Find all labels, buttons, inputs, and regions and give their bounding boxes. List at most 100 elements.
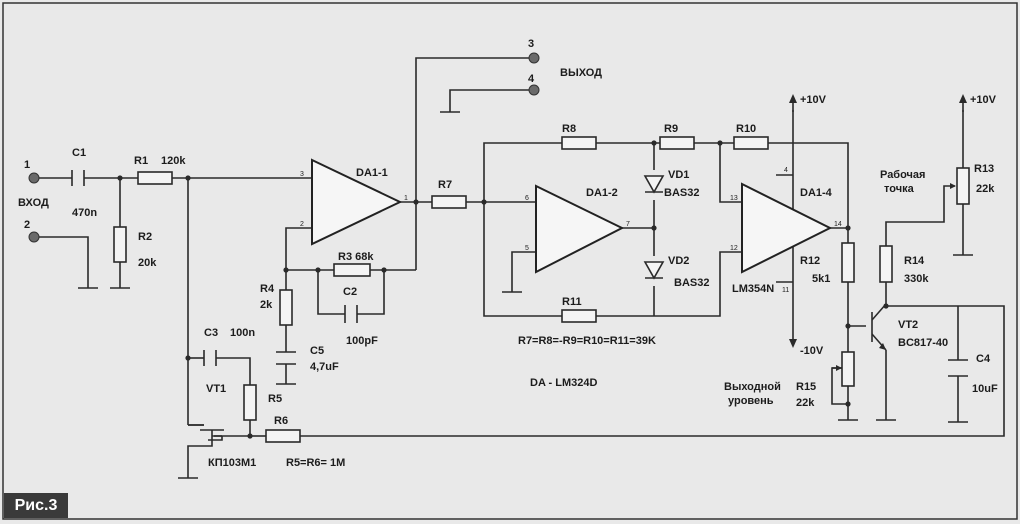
- transistor-vt1: [187, 424, 224, 452]
- label-da1-4-type: LM354N: [732, 283, 774, 295]
- label-r13: R13: [974, 163, 994, 175]
- label-r3: R3 68k: [338, 251, 374, 263]
- label-r14-value: 330k: [904, 273, 929, 285]
- label-c1: C1: [72, 147, 86, 159]
- terminal-2: [28, 231, 40, 243]
- label-da-note: DA - LM324D: [530, 377, 597, 389]
- label-c5: C5: [310, 345, 324, 357]
- label-r12: R12: [800, 255, 820, 267]
- pin-6: 6: [525, 195, 529, 202]
- pin-13: 13: [730, 195, 738, 202]
- opamp-da1-4: [741, 182, 833, 274]
- label-r12-value: 5k1: [812, 273, 830, 285]
- resistor-r1: [137, 171, 173, 185]
- resistor-r3: [333, 263, 371, 277]
- label-terminal-1: 1: [24, 159, 30, 171]
- resistor-r12: [841, 242, 855, 283]
- label-vt2-type: BC817-40: [898, 337, 948, 349]
- pin-12: 12: [730, 245, 738, 252]
- label-r5-r6-note: R5=R6= 1M: [286, 457, 345, 469]
- label-r2-value: 20k: [138, 257, 157, 269]
- capacitor-c4: [948, 359, 968, 377]
- label-terminal-3: 3: [528, 38, 534, 50]
- label-vt1-type: КП103М1: [208, 457, 256, 469]
- potentiometer-r15: [832, 351, 855, 387]
- diode-vd1: [643, 175, 665, 194]
- resistor-r5: [243, 384, 257, 421]
- label-da1-1: DA1-1: [356, 167, 388, 179]
- label-r1-value: 120k: [161, 155, 186, 167]
- label-r14: R14: [904, 255, 925, 267]
- label-c2: C2: [343, 286, 357, 298]
- label-r2: R2: [138, 231, 152, 243]
- label-r9: R9: [664, 123, 678, 135]
- resistor-r4: [279, 289, 293, 326]
- terminal-1: [28, 172, 40, 184]
- capacitor-c5: [276, 351, 296, 365]
- transistor-vt2: [871, 303, 887, 351]
- wires: [36, 57, 1005, 479]
- label-out-level-1: Выходной: [724, 381, 781, 393]
- label-r7: R7: [438, 179, 452, 191]
- label-r4: R4: [260, 283, 275, 295]
- pin-7: 7: [626, 221, 630, 228]
- label-power-minus: -10V: [800, 345, 824, 357]
- label-r8: R8: [562, 123, 576, 135]
- terminal-4: [528, 84, 540, 96]
- opamp-da1-2: [535, 184, 625, 274]
- label-r11: R11: [562, 296, 582, 308]
- label-work-point-2: точка: [884, 183, 915, 195]
- resistor-r8: [561, 136, 597, 150]
- pin-14: 14: [834, 221, 842, 228]
- capacitor-c1: [71, 170, 85, 186]
- label-vt1: VT1: [206, 383, 226, 395]
- label-r4-value: 2k: [260, 299, 273, 311]
- label-r10: R10: [736, 123, 756, 135]
- arrow-down-icon: [789, 339, 797, 348]
- label-vd1: VD1: [668, 169, 689, 181]
- label-c4-value: 10uF: [972, 383, 998, 395]
- diode-vd2: [643, 261, 665, 280]
- resistor-r9: [659, 136, 695, 150]
- label-r1: R1: [134, 155, 148, 167]
- label-output: ВЫХОД: [560, 67, 602, 79]
- label-r13-value: 22k: [976, 183, 995, 195]
- label-vd2: VD2: [668, 255, 689, 267]
- resistor-r11: [561, 309, 597, 323]
- capacitor-c3: [203, 350, 217, 366]
- resistor-r7: [431, 195, 467, 209]
- terminal-3: [528, 52, 540, 64]
- label-da1-2: DA1-2: [586, 187, 618, 199]
- label-r5: R5: [268, 393, 282, 405]
- arrow-up-icon: [789, 94, 797, 103]
- label-input: ВХОД: [18, 197, 49, 209]
- label-vt2: VT2: [898, 319, 918, 331]
- label-vd1-type: BAS32: [664, 187, 699, 199]
- label-vd2-type: BAS32: [674, 277, 709, 289]
- label-terminal-2: 2: [24, 219, 30, 231]
- pin-4: 4: [784, 167, 788, 174]
- label-c1-value: 470n: [72, 207, 97, 219]
- label-r15-value: 22k: [796, 397, 815, 409]
- label-power-plus-1: +10V: [800, 94, 827, 106]
- label-resistor-note: R7=R8=-R9=R10=R11=39K: [518, 335, 656, 347]
- pin-1: 1: [404, 195, 408, 202]
- label-c4: C4: [976, 353, 991, 365]
- pin-5: 5: [525, 245, 529, 252]
- resistor-r6: [265, 429, 301, 443]
- pin-3: 3: [300, 171, 304, 178]
- capacitor-c2: [344, 305, 358, 323]
- label-power-plus-2: +10V: [970, 94, 997, 106]
- potentiometer-r13: [950, 167, 970, 205]
- label-c5-value: 4,7uF: [310, 361, 339, 373]
- resistor-r2: [113, 226, 127, 263]
- opamp-da1-1: [311, 158, 403, 246]
- pin-11: 11: [782, 287, 789, 294]
- label-work-point-1: Рабочая: [880, 169, 925, 181]
- label-r15: R15: [796, 381, 816, 393]
- label-r6: R6: [274, 415, 288, 427]
- resistor-r10: [733, 136, 769, 150]
- label-da1-4: DA1-4: [800, 187, 833, 199]
- label-terminal-4: 4: [528, 73, 535, 85]
